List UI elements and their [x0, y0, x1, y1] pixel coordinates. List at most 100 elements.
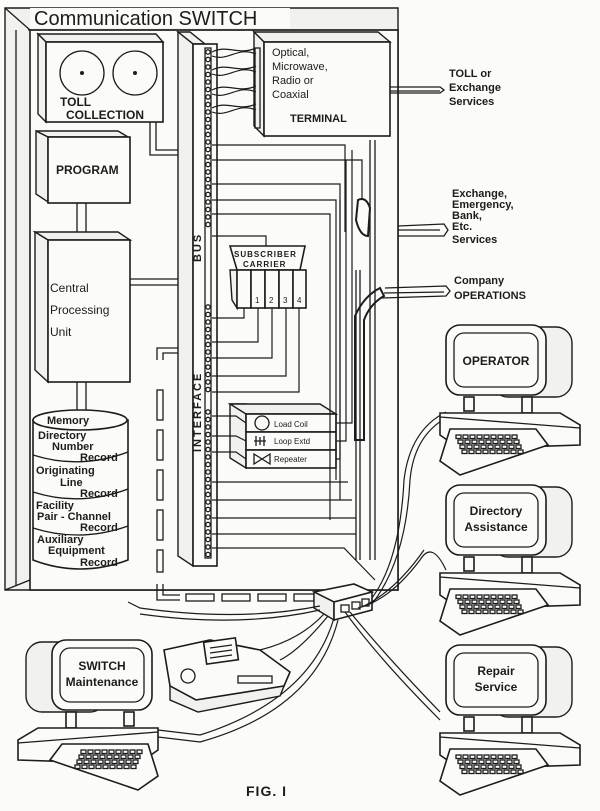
bus-connector-icon: [205, 544, 211, 550]
monitor-bezel: [445, 644, 547, 716]
repeater-label: Repeater: [274, 455, 307, 464]
bus-connector-icon: [205, 131, 211, 138]
interface-label: INTERFACE: [192, 372, 204, 452]
bus-connector-icon: [205, 161, 211, 168]
bus-connector-icon: [205, 514, 211, 520]
repeater-icon: [253, 452, 271, 466]
exchange-line-1: Exchange,: [452, 188, 507, 200]
cpu-label-1: Central: [50, 281, 89, 295]
monitor-bezel: [445, 484, 547, 556]
company-feed-cable: [381, 285, 451, 299]
bus-connector-icon: [205, 86, 211, 93]
bus-connector-icon: [205, 146, 211, 153]
terminal-label-line: Service: [475, 680, 518, 694]
exchange-feed-cable: [397, 223, 449, 237]
bus-connector-icon: [205, 94, 211, 100]
service-label-toll: TOLL or Exchange Services: [449, 68, 501, 108]
terminal-unit: Optical, Microwave, Radio or Coaxial TER…: [211, 30, 392, 138]
memory-record-2-line-3: Record: [80, 488, 118, 500]
load-coil-label: Load Coil: [274, 420, 308, 429]
bus-connector-icon: [205, 319, 211, 325]
interior-wiring: [212, 140, 386, 581]
bus-connector-icon: [205, 49, 211, 55]
memory-record-4-line-2: Equipment: [48, 545, 105, 557]
toll-service-line-1: TOLL or: [449, 68, 492, 80]
bus-connector-icon: [205, 454, 211, 460]
memory-cylinder: Memory Directory Number Record Originati…: [32, 409, 129, 570]
bus-connector-icon: [205, 484, 211, 490]
loop-extender-icon: [254, 436, 266, 446]
bus-connector-icon: [205, 56, 211, 63]
load-coil-icon: [254, 415, 270, 431]
bus-connector-icon: [205, 491, 211, 498]
memory-record-2-line-1: Originating: [36, 465, 95, 477]
memory-record-4-line-1: Auxiliary: [37, 534, 84, 546]
terminal-line-1: Optical,: [272, 47, 309, 59]
bus-connector-icon: [205, 341, 211, 348]
bus-connector-icon: [205, 101, 211, 108]
exchange-line-4: Etc.: [452, 221, 472, 233]
carrier-channel-2: 2: [269, 296, 274, 305]
cpu-label-3: Unit: [50, 325, 72, 339]
bus-connector-icon: [205, 326, 211, 333]
bus-connector-icon: [205, 439, 211, 445]
bus-connector-icon: [205, 386, 211, 393]
bus-connector-icon: [205, 214, 211, 220]
memory-record-3-line-2: Pair - Channel: [37, 511, 111, 523]
service-label-exchange: Exchange, Emergency, Bank, Etc. Services: [452, 188, 514, 246]
memory-record-3-line-3: Record: [80, 522, 118, 534]
dashed-conduit: [156, 347, 315, 602]
cpu-label-2: Processing: [50, 303, 109, 317]
terminal-line-4: Coaxial: [272, 89, 309, 101]
cabinet-title: Communication SWITCH: [34, 8, 257, 30]
bus-connector-icon: [205, 169, 211, 175]
teleprinter: [163, 636, 291, 713]
carrier-channel-3: 3: [283, 296, 288, 305]
printer-knob-icon: [180, 668, 196, 684]
memory-record-4-line-3: Record: [80, 557, 118, 569]
bus-connector-icon: [205, 536, 211, 543]
terminal-label-operator: OPERATOR: [463, 354, 530, 368]
bus-connector-icon: [205, 371, 211, 378]
memory-record-3-line-1: Facility: [36, 500, 75, 512]
terminal-operator[interactable]: OPERATOR: [439, 324, 581, 476]
memory-record-2-line-2: Line: [60, 477, 83, 489]
bus-connector-icon: [205, 176, 211, 183]
toll-service-line-3: Services: [449, 96, 494, 108]
subscriber-carrier: SUBSCRIBER CARRIER 1 2 3 4: [212, 235, 307, 393]
bus-connector-icon: [205, 356, 211, 363]
bus-connector-icon: [205, 206, 211, 213]
bus-connector-icon: [205, 304, 211, 310]
terminal-label-line: Maintenance: [66, 675, 139, 689]
terminal-name: TERMINAL: [290, 113, 347, 125]
exchange-line-3: Bank,: [452, 210, 482, 222]
bus-connector-icon: [205, 116, 211, 123]
program-label: PROGRAM: [56, 163, 119, 177]
terminal-label-line: Directory: [470, 504, 523, 518]
bus-connector-icon: [205, 349, 211, 355]
bus-connector-icon: [205, 199, 211, 205]
bus-connector-icon: [205, 521, 211, 528]
bus-connector-icon: [205, 409, 211, 415]
bus-interface: BUS INTERFACE: [176, 30, 218, 568]
junction-box: [127, 411, 447, 743]
bus-connector-icon: [205, 416, 211, 423]
company-line-2: OPERATIONS: [454, 290, 526, 302]
bus-label: BUS: [192, 233, 204, 262]
bus-connector-icon: [205, 499, 211, 505]
bus-connector-icon: [205, 64, 211, 70]
bus-connector-icon: [205, 431, 211, 438]
cabinet-edge: [4, 579, 31, 591]
bus-connector-icon: [205, 139, 211, 145]
memory-record-1-line-3: Record: [80, 452, 118, 464]
line-equipment-rack: Load Coil Loop Extd Repeater: [212, 150, 353, 470]
bus-connector-icon: [205, 79, 211, 85]
monitor-bezel: [445, 324, 547, 396]
